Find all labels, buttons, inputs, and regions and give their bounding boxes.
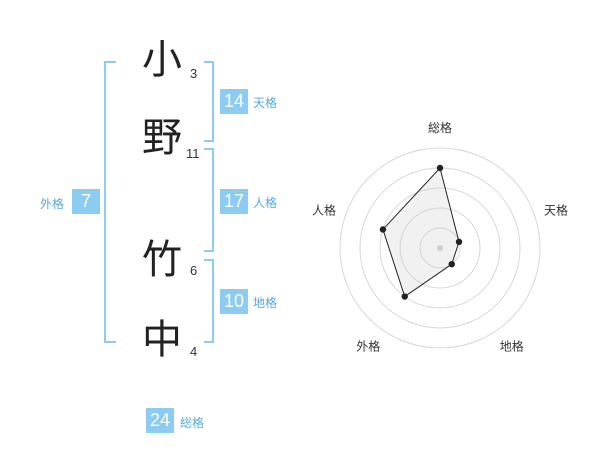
radar-grid-ring-5	[339, 147, 541, 349]
radar-point-1	[436, 164, 444, 172]
stroke-count-3: 6	[190, 263, 198, 278]
radar-axis-label-4: 外格	[356, 339, 380, 354]
name-char-2: 野	[142, 115, 182, 161]
radar-point-3	[448, 260, 455, 268]
gaikaku-value: 7	[72, 189, 100, 214]
gaikaku-bracket	[104, 61, 116, 343]
soukaku-label: 総格	[180, 416, 205, 430]
chikaku-value: 10	[220, 289, 248, 314]
chikaku-label: 地格	[253, 296, 278, 310]
tenkaku-bracket	[204, 61, 214, 142]
name-char-1: 小	[142, 37, 182, 83]
radar-grid-ring-3	[379, 187, 501, 309]
tenkaku-value: 14	[220, 89, 248, 114]
name-char-4: 中	[142, 317, 182, 363]
jinkaku-label: 人格	[253, 196, 278, 210]
stroke-count-4: 4	[190, 344, 198, 359]
jinkaku-value: 17	[220, 189, 248, 214]
radar-axis-label-1: 総格	[428, 120, 452, 135]
radar-grid-ring-1	[419, 227, 461, 269]
radar-series-polygon	[382, 166, 460, 298]
stroke-count-2: 11	[186, 146, 200, 161]
stroke-count-1: 3	[190, 66, 198, 81]
radar-axis-label-2: 天格	[544, 202, 568, 217]
chikaku-bracket	[204, 259, 214, 343]
gaikaku-label: 外格	[40, 197, 65, 211]
jinkaku-bracket	[204, 148, 214, 252]
radar-axis-label-3: 地格	[500, 339, 524, 354]
name-char-3: 竹	[142, 237, 182, 283]
tenkaku-label: 天格	[253, 96, 278, 110]
soukaku-value: 24	[146, 408, 174, 433]
radar-point-5	[379, 226, 387, 233]
radar-point-4	[401, 293, 408, 300]
radar-center-dot	[437, 245, 443, 251]
radar-grid-ring-2	[399, 207, 481, 289]
radar-axis-label-5: 人格	[312, 202, 336, 217]
radar-point-2	[455, 238, 463, 246]
